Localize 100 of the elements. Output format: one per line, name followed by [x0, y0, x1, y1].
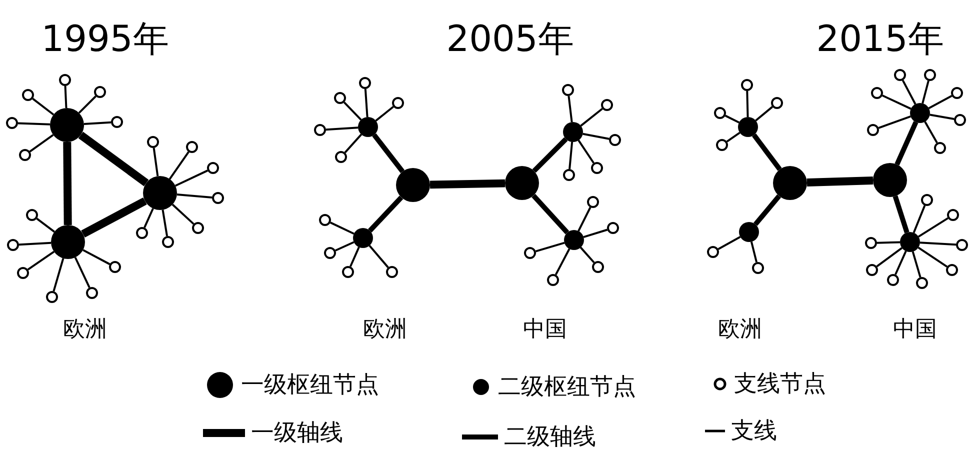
- primary-axis-line: [63, 142, 72, 226]
- small-ring: [324, 247, 336, 259]
- small-ring: [94, 86, 106, 98]
- small-ring: [707, 246, 719, 258]
- branch-line: [882, 94, 912, 110]
- branch-line: [582, 132, 610, 140]
- small-ring: [921, 194, 933, 206]
- branch-line: [74, 256, 90, 288]
- small-ring: [946, 264, 958, 276]
- branch-line: [344, 134, 362, 154]
- secondary-axis-line: [532, 137, 568, 173]
- year-heading: 1995年: [41, 22, 169, 58]
- small-ring: [22, 89, 34, 101]
- small-ring: [86, 287, 98, 299]
- dot: [738, 117, 758, 137]
- small-ring: [714, 107, 726, 119]
- secondary-axis-line: [368, 196, 404, 232]
- region-label: 中国: [893, 319, 937, 341]
- branch-line: [82, 249, 110, 266]
- small-ring: [19, 149, 31, 161]
- region-label: 欧洲: [718, 319, 762, 341]
- small-ring: [26, 209, 38, 221]
- legend-text: 二级轴线: [504, 426, 596, 448]
- branch-line: [726, 132, 740, 142]
- large-dot: [51, 225, 85, 259]
- branch-line: [18, 242, 52, 246]
- branch-line: [144, 208, 154, 228]
- legend-text: 支线节点: [734, 372, 826, 396]
- branch-line: [580, 108, 603, 127]
- branch-line: [924, 121, 938, 144]
- small-ring: [6, 117, 18, 129]
- small-ring: [562, 84, 574, 96]
- branch-line: [52, 258, 64, 292]
- branch-line: [350, 246, 360, 267]
- dot: [353, 228, 373, 248]
- small-ring: [716, 139, 728, 151]
- small-ring: [951, 87, 963, 99]
- branch-line: [152, 148, 159, 176]
- small-ring: [887, 274, 899, 286]
- small-ring: [335, 151, 347, 163]
- small-ring: [162, 236, 174, 248]
- small-ring: [771, 97, 783, 109]
- branch-line: [568, 96, 573, 122]
- branch-line: [27, 250, 55, 270]
- small-ring: [359, 77, 371, 89]
- large-dot: [505, 166, 539, 200]
- small-ring: [865, 237, 877, 249]
- primary-axis-line: [81, 197, 147, 238]
- branch-line: [326, 126, 358, 131]
- branch-line: [930, 114, 954, 120]
- small-ring: [192, 222, 204, 234]
- small-ring: [752, 262, 764, 274]
- small-ring: [591, 162, 603, 174]
- small-ring: [894, 69, 906, 81]
- small-ring: [866, 264, 878, 276]
- branch-line: [580, 246, 595, 264]
- small-ring: [17, 267, 29, 279]
- region-label: 欧洲: [63, 319, 107, 341]
- branch-line: [18, 122, 50, 126]
- legend-text: 一级轴线: [251, 422, 343, 444]
- secondary-axis-line: [752, 134, 782, 171]
- dot: [739, 222, 759, 242]
- branch-line: [578, 140, 594, 164]
- small-ring: [212, 192, 224, 204]
- dot: [564, 230, 584, 250]
- year-heading: 2015年: [816, 22, 944, 58]
- small-ring: [207, 162, 219, 174]
- branch-line: [29, 134, 54, 152]
- legend-text: 一级枢纽节点: [241, 374, 379, 396]
- branch-line: [375, 106, 394, 122]
- secondary-axis-line: [894, 121, 918, 166]
- small-ring: [947, 209, 959, 221]
- small-ring: [609, 134, 621, 146]
- branch-line: [32, 98, 54, 116]
- branch-line: [876, 247, 903, 268]
- branch-line: [724, 114, 740, 124]
- small-ring: [59, 74, 71, 86]
- primary-axis-line: [430, 179, 506, 189]
- branch-line: [554, 248, 570, 276]
- small-ring: [342, 266, 354, 278]
- branch-line: [918, 217, 948, 238]
- branch-line: [174, 170, 208, 187]
- branch-line: [876, 241, 900, 244]
- branch-line: [84, 121, 112, 125]
- primary-axis-line: [806, 176, 874, 186]
- branch-line: [918, 246, 948, 268]
- small-ring: [109, 261, 121, 273]
- small-ring: [563, 169, 575, 181]
- small-ring: [111, 116, 123, 128]
- small-ring: [741, 79, 753, 91]
- branch-line: [746, 90, 749, 118]
- branch-line: [168, 151, 190, 180]
- branch-line: [912, 251, 922, 278]
- legend-text: 二级枢纽节点: [498, 376, 636, 398]
- branch-line: [583, 228, 608, 238]
- primary-axis-line: [78, 132, 149, 186]
- small-ring: [587, 196, 599, 208]
- branch-line: [330, 222, 354, 235]
- branch-line: [535, 242, 565, 252]
- branch-line: [335, 241, 354, 252]
